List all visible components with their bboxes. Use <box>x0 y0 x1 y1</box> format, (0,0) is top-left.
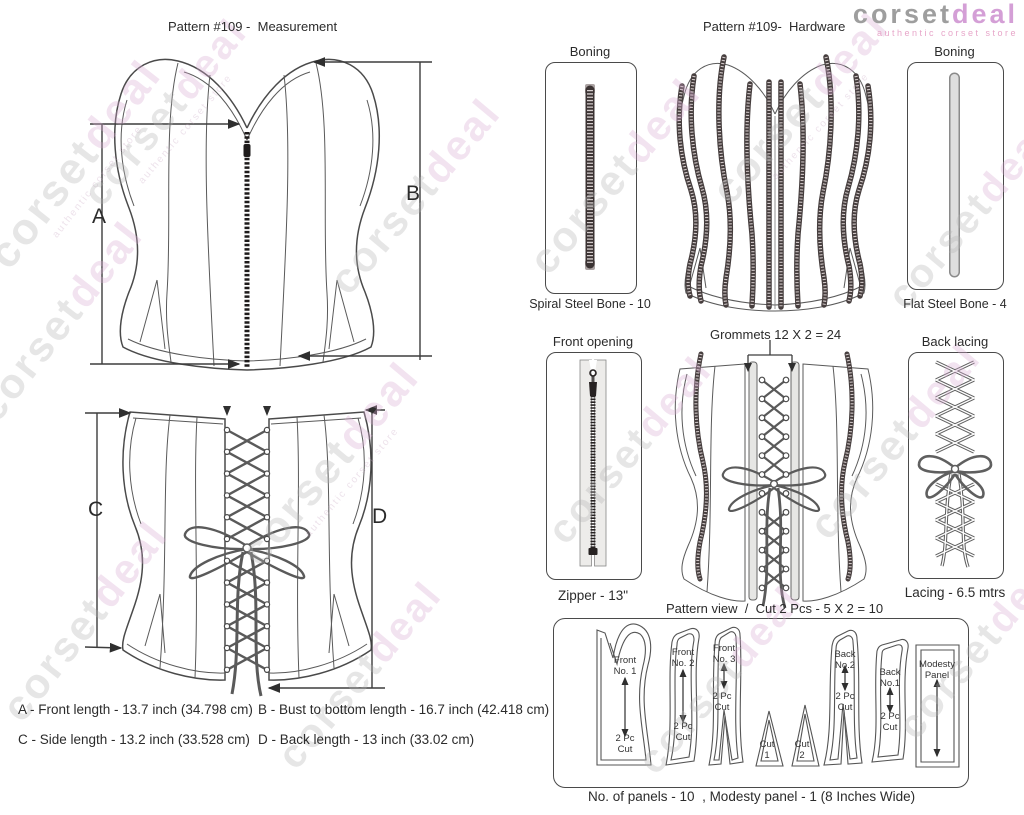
zipper-card <box>546 352 642 580</box>
front-zipper <box>243 132 251 368</box>
piece-label-cut-2: Cut 2 <box>794 739 810 761</box>
legend-front-length: A - Front length - 13.7 inch (34.798 cm) <box>18 702 253 717</box>
grommets-pointer <box>747 340 793 363</box>
dim-label-B: B <box>406 182 421 205</box>
flat-bone-caption: Flat Steel Bone - 4 <box>903 297 1007 311</box>
grommets-label: Grommets 12 X 2 = 24 <box>710 327 842 342</box>
piece-cutinfo-front-3: 2 Pc Cut <box>712 691 732 713</box>
lacing-drawing <box>917 360 993 568</box>
spiral-boning-label: Boning <box>569 44 611 59</box>
zipper-slider <box>589 382 597 396</box>
back-grommets <box>223 426 271 673</box>
logo-tagline: authentic corset store <box>876 28 1018 38</box>
corset-front-left-half <box>114 58 248 371</box>
flat-bone-card <box>907 62 1004 290</box>
piece-label-front-2: Front No. 2 <box>671 647 695 669</box>
piece-front-3 <box>708 626 744 766</box>
spiral-bone-caption: Spiral Steel Bone - 10 <box>529 297 651 311</box>
hardware-title: Pattern #109- Hardware <box>703 19 846 34</box>
back-lacing-label: Back lacing <box>921 334 989 349</box>
spiral-bone-card <box>545 62 637 294</box>
piece-cut-1 <box>755 710 784 767</box>
logo-text-deal: deal <box>951 0 1018 29</box>
zipper-caption: Zipper - 13" <box>557 588 629 603</box>
gap-arrow-right <box>263 406 271 416</box>
piece-cutinfo-front-2: 2 Pc Cut <box>673 721 693 743</box>
hardware-corset-boning-drawing <box>676 54 882 320</box>
piece-cutinfo-front-1: 2 Pc Cut <box>615 733 635 755</box>
grommet-corset-half <box>674 351 746 602</box>
hardware-corset-half <box>676 54 776 312</box>
flat-steel-bone-drawing <box>949 72 960 278</box>
dim-label-C: C <box>88 498 104 521</box>
logo-text-corset: corset <box>852 0 952 29</box>
zipper-drawing <box>579 359 607 567</box>
piece-cutinfo-back-1: 2 Pc Cut <box>880 711 900 733</box>
dim-label-D: D <box>372 505 388 528</box>
dim-label-A: A <box>92 205 107 228</box>
grainline-arrows <box>621 662 941 758</box>
measurement-title: Pattern #109 - Measurement <box>168 19 338 34</box>
pattern-view-caption: No. of panels - 10 , Modesty panel - 1 (… <box>588 789 916 804</box>
grommet-lacing <box>721 379 827 609</box>
legend-back-length: D - Back length - 13 inch (33.02 cm) <box>258 732 475 747</box>
lacing-bow <box>917 454 993 499</box>
piece-cut-2 <box>791 704 820 767</box>
pattern-view-title: Pattern view / Cut 2 Pcs - 5 X 2 = 10 <box>666 601 884 616</box>
back-lacing <box>183 428 311 697</box>
piece-label-front-3: Front No. 3 <box>712 643 736 665</box>
front-corset-measurement-drawing <box>90 57 432 371</box>
bone-channel-right <box>790 361 800 601</box>
flat-boning-label: Boning <box>934 44 975 59</box>
spiral-steel-bone-drawing <box>585 84 595 270</box>
front-opening-label: Front opening <box>552 334 634 349</box>
spiral-bones <box>676 54 772 310</box>
grommets <box>758 376 790 592</box>
corset-back-left-half <box>121 411 226 681</box>
piece-label-cut-1: Cut 1 <box>759 739 775 761</box>
corsetdeal-logo: corsetdeal authentic corset store <box>853 1 1018 38</box>
pattern-view-box <box>553 618 969 788</box>
dimension-D-lines <box>267 405 385 693</box>
piece-label-back-2: Back No.2 <box>834 649 856 671</box>
grommets-corset-drawing <box>674 340 885 609</box>
bone-channel-left <box>748 361 758 601</box>
piece-back-2 <box>823 629 863 766</box>
pattern-pieces-drawing <box>596 623 960 768</box>
piece-label-back-1: Back No.1 <box>879 667 901 689</box>
back-corset-measurement-drawing <box>84 405 385 697</box>
gap-arrow-left <box>223 406 231 416</box>
legend-side-length: C - Side length - 13.2 inch (33.528 cm) <box>18 732 250 747</box>
piece-cutinfo-back-2: 2 Pc Cut <box>835 691 855 713</box>
zipper-stop <box>588 548 598 555</box>
legend-bust-bottom-length: B - Bust to bottom length - 16.7 inch (4… <box>258 702 550 717</box>
piece-label-front-1: Front No. 1 <box>613 655 637 677</box>
lacing-caption: Lacing - 6.5 mtrs <box>904 585 1006 600</box>
dimension-A-lines <box>90 119 241 369</box>
dimension-C-lines <box>84 408 132 653</box>
dimension-B-lines <box>297 57 432 361</box>
lacing-card <box>908 352 1004 579</box>
piece-label-modesty-panel: Modesty Panel <box>919 659 955 681</box>
